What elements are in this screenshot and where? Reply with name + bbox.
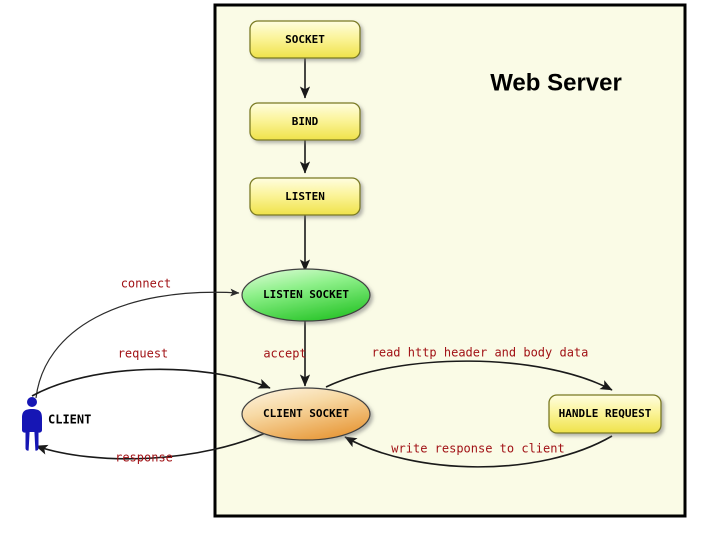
node-client-socket-label: CLIENT SOCKET <box>263 407 349 420</box>
edge-request <box>31 368 271 397</box>
node-socket-label: SOCKET <box>285 33 325 46</box>
node-bind[interactable]: BIND <box>249 102 361 141</box>
edge-read-http <box>325 360 613 391</box>
node-handle-request[interactable]: HANDLE REQUEST <box>548 394 662 434</box>
node-handle-request-shape <box>548 394 662 434</box>
node-listen-socket-shape <box>241 268 371 322</box>
edge-label-write-response: write response to client <box>391 442 564 456</box>
web-server-panel: Web Server <box>213 3 687 518</box>
edge-label-read-http: read http header and body data <box>372 346 589 360</box>
node-handle-request-label: HANDLE REQUEST <box>559 407 652 420</box>
page-title: Web Server <box>490 69 622 96</box>
node-listen-socket[interactable]: LISTEN SOCKET <box>241 268 371 322</box>
client-actor[interactable]: CLIENT <box>22 397 91 451</box>
edge-label-connect: connect <box>121 277 172 291</box>
client-actor-label: CLIENT <box>48 413 91 427</box>
node-listen-socket-label: LISTEN SOCKET <box>263 288 349 301</box>
node-client-socket[interactable]: CLIENT SOCKET <box>241 387 371 441</box>
edge-label-request: request <box>118 347 169 361</box>
edge-label-accept: accept <box>263 347 306 361</box>
edge-label-response: response <box>115 451 173 465</box>
node-bind-shape <box>249 102 361 141</box>
node-socket[interactable]: SOCKET <box>249 20 361 59</box>
person-icon <box>22 397 42 451</box>
node-listen-label: LISTEN <box>285 190 325 203</box>
node-listen-shape <box>249 177 361 216</box>
node-client-socket-shape <box>241 387 371 441</box>
edge-connect <box>35 288 240 399</box>
edge-write-response <box>344 435 613 468</box>
edge-response <box>35 429 273 460</box>
node-bind-label: BIND <box>292 115 319 128</box>
node-listen[interactable]: LISTEN <box>249 177 361 216</box>
node-socket-shape <box>249 20 361 59</box>
